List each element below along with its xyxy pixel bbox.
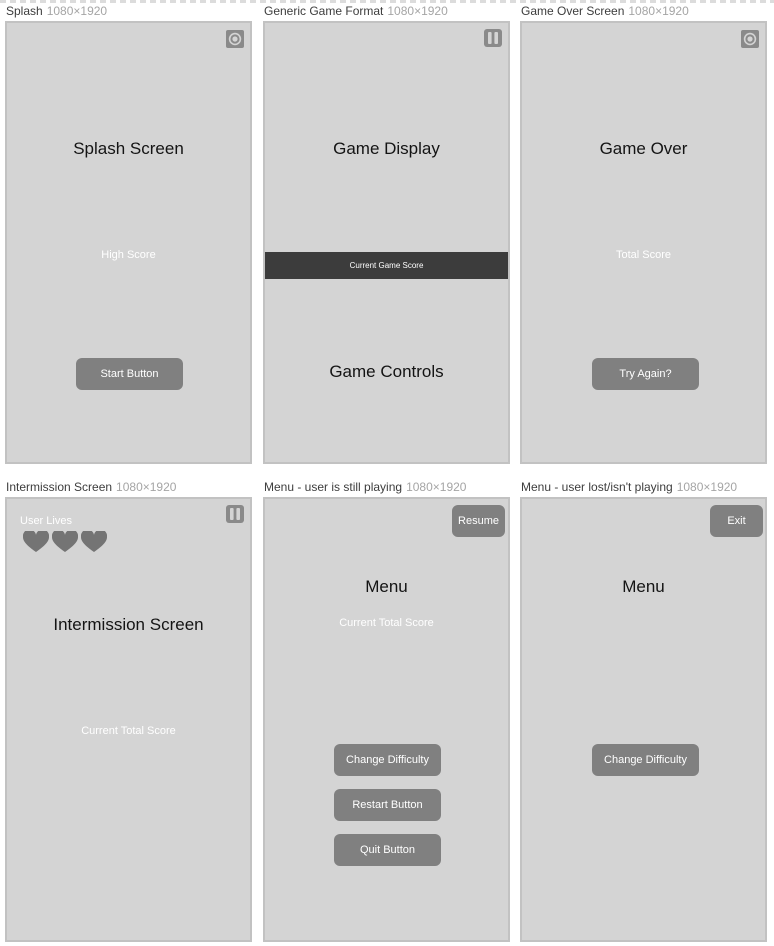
quit-button[interactable]: Quit Button bbox=[334, 834, 441, 866]
game-controls-label: Game Controls bbox=[329, 362, 444, 381]
frame-size: 1080×1920 bbox=[406, 480, 467, 494]
current-total-score-label: Current Total Score bbox=[81, 725, 176, 737]
frame-name: Game Over Screen bbox=[521, 4, 625, 18]
settings-gear-icon[interactable] bbox=[740, 29, 760, 49]
heart-icon bbox=[23, 531, 49, 552]
total-score-label: Total Score bbox=[615, 249, 672, 261]
frame-name: Menu - user is still playing bbox=[264, 480, 403, 494]
heart-icon bbox=[81, 531, 107, 552]
menu-playing-frame: Resume Menu Current Total Score Change D… bbox=[263, 497, 510, 942]
menu-heading: Menu bbox=[365, 577, 408, 596]
splash-frame: Splash Screen High Score Start Button bbox=[5, 21, 252, 464]
game-over-heading: Game Over bbox=[599, 139, 688, 158]
frame-name: Intermission Screen bbox=[6, 480, 113, 494]
high-score-label: High Score bbox=[101, 249, 156, 261]
splash-heading: Splash Screen bbox=[73, 139, 184, 158]
frame-size: 1080×1920 bbox=[116, 480, 177, 494]
menu-heading: Menu bbox=[622, 577, 665, 596]
restart-button[interactable]: Restart Button bbox=[334, 789, 441, 821]
frame-name: Menu - user lost/isn't playing bbox=[521, 480, 673, 494]
frame-size: 1080×1920 bbox=[387, 4, 448, 18]
try-again-button[interactable]: Try Again? bbox=[592, 358, 699, 390]
pause-icon[interactable] bbox=[225, 504, 245, 524]
game-frame: Game Display Current Game Score Game Con… bbox=[263, 21, 510, 464]
frame-size: 1080×1920 bbox=[628, 4, 689, 18]
change-difficulty-button[interactable]: Change Difficulty bbox=[334, 744, 441, 776]
exit-button[interactable]: Exit bbox=[710, 505, 763, 537]
start-button[interactable]: Start Button bbox=[76, 358, 183, 390]
intermission-frame: User Lives Intermission Screen Current T… bbox=[5, 497, 252, 942]
change-difficulty-button[interactable]: Change Difficulty bbox=[592, 744, 699, 776]
current-total-score-label: Current Total Score bbox=[339, 617, 434, 629]
frame-size: 1080×1920 bbox=[46, 4, 108, 18]
heart-icon bbox=[52, 531, 78, 552]
frame-name: Splash bbox=[6, 4, 43, 18]
pause-icon[interactable] bbox=[483, 28, 503, 48]
menu-lost-frame: Exit Menu Change Difficulty bbox=[520, 497, 767, 942]
frame-name: Generic Game Format bbox=[264, 4, 384, 18]
canvas-top-strip bbox=[0, 0, 774, 3]
game-display-heading: Game Display bbox=[333, 139, 440, 158]
current-game-score-bar: Current Game Score bbox=[265, 252, 508, 279]
resume-button[interactable]: Resume bbox=[452, 505, 505, 537]
frame-size: 1080×1920 bbox=[676, 480, 738, 494]
user-lives-label: User Lives bbox=[20, 515, 72, 527]
intermission-heading: Intermission Screen bbox=[53, 615, 204, 634]
game-over-frame: Game Over Total Score Try Again? bbox=[520, 21, 767, 464]
settings-gear-icon[interactable] bbox=[225, 29, 245, 49]
